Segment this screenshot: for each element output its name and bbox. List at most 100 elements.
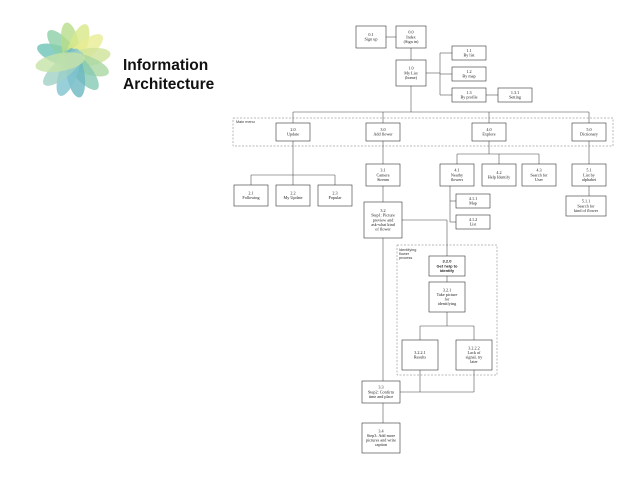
node-label-line: 2.1 — [248, 191, 253, 196]
node-box — [365, 122, 401, 142]
node-label-line: Following — [242, 195, 260, 200]
node-label-line: caption — [375, 442, 388, 447]
node-label-line: 4.1.2 — [469, 217, 477, 222]
node-label-line: Map — [469, 201, 477, 206]
identifying-flower-label-line-2: flower — [399, 252, 410, 256]
node-box — [428, 255, 466, 277]
node-label-line: 1.3.1 — [511, 90, 519, 95]
node-label-line: of flower — [375, 227, 391, 232]
node-box — [451, 66, 487, 82]
node-box — [565, 195, 607, 217]
node-label-line: 1.0 — [408, 66, 413, 71]
node-label-line: pictures and write — [366, 438, 396, 443]
node-label-line: flowers — [451, 177, 464, 182]
node-label-line: 1.1 — [466, 48, 471, 53]
node-label-line: for — [445, 297, 450, 302]
node-label-line: 0.0 — [408, 30, 413, 35]
node-box — [451, 87, 487, 103]
node-label-line: Setting — [509, 95, 522, 100]
node-label-line: Index — [406, 34, 416, 39]
node-label-line: Add flower — [373, 132, 393, 137]
node-box — [363, 201, 403, 239]
node-label-line: 2.3 — [332, 191, 337, 196]
node-label-line: 3.2.2.1 — [414, 350, 426, 355]
node-label-line: Results — [414, 355, 427, 360]
node-box — [571, 122, 607, 142]
main-menu-label: Main menu — [236, 120, 255, 124]
node-label-line: Dictionary — [580, 132, 599, 137]
node-box — [395, 59, 427, 87]
node-n13: 1.3By profile — [451, 87, 487, 103]
node-label-line: 5.1 — [586, 168, 591, 173]
node-box — [455, 214, 491, 230]
node-box — [233, 184, 269, 207]
node-label-line: identifying — [438, 301, 457, 306]
node-label-line: List — [470, 222, 477, 227]
node-box — [365, 163, 401, 187]
node-box — [455, 339, 493, 371]
node-n22: 2.2My Update — [275, 184, 311, 207]
node-box — [428, 281, 466, 313]
node-box — [275, 122, 311, 142]
node-label-line: Help Identify — [488, 175, 511, 180]
node-label-line: By profile — [460, 95, 477, 100]
node-label-line: signal, try — [466, 355, 484, 361]
node-box — [355, 25, 387, 49]
node-label-line: Get help to — [437, 263, 458, 268]
node-label-line: 3.1 — [380, 168, 385, 173]
node-box — [439, 163, 475, 187]
node-label-line: 5.0 — [586, 127, 591, 132]
node-label-line: (home) — [405, 75, 418, 80]
node-label-line: kind of flower — [574, 208, 599, 213]
node-label-line: 4.1 — [454, 168, 459, 173]
node-label-line: Search for — [530, 172, 548, 177]
node-label-line: Step1: Picture — [371, 213, 395, 218]
node-label-line: identify — [440, 268, 455, 273]
identifying-flower-label-line-3: process — [399, 256, 412, 260]
node-label-line: 3.3 — [378, 385, 383, 390]
node-box — [521, 163, 557, 187]
node-box — [497, 87, 533, 103]
page-title: Information Architecture — [123, 56, 214, 94]
node-label-line: Stream — [377, 177, 390, 182]
node-box — [471, 122, 507, 142]
node-label-line: Step3: Add more — [367, 433, 396, 438]
node-label-line: 3.4 — [378, 428, 384, 433]
node-label-line: 1.2 — [466, 69, 471, 74]
node-label-line: Lack of — [468, 350, 482, 355]
node-box — [451, 45, 487, 61]
identifying-flower-label-line-1: Identifying — [399, 248, 416, 252]
node-box — [395, 25, 427, 49]
node-label-line: Update — [287, 132, 299, 137]
node-label-line: 0.1 — [368, 32, 373, 37]
node-label-line: 3.0 — [380, 127, 385, 132]
node-box — [401, 339, 439, 371]
node-label-line: 2.2 — [290, 191, 295, 196]
node-label-line: 3.2.0 — [443, 259, 453, 264]
node-label-line: By list — [463, 53, 475, 58]
node-label-line: List by — [583, 172, 596, 177]
node-label-line: My List — [404, 70, 418, 75]
page-title-line-1: Information — [123, 57, 209, 74]
node-label-line: Take picture — [437, 292, 458, 297]
node-label-line: Sign up — [365, 37, 378, 42]
node-label-line: 1.3 — [466, 90, 471, 95]
